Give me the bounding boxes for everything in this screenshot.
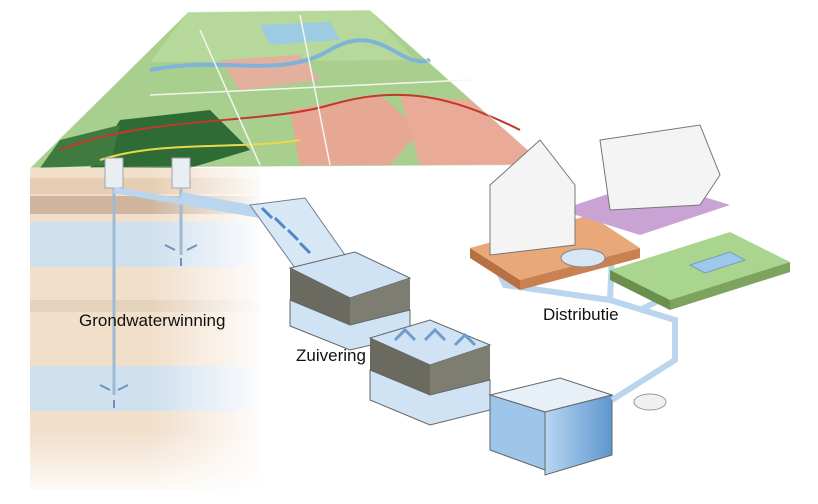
clean-water-tank bbox=[490, 378, 666, 475]
label-groundwater-extraction: Grondwaterwinning bbox=[79, 311, 225, 331]
label-purification: Zuivering bbox=[296, 346, 366, 366]
label-distribution: Distributie bbox=[543, 305, 619, 325]
sand-filter-2 bbox=[370, 320, 490, 425]
ground-cross-section bbox=[30, 168, 270, 500]
aerial-map bbox=[30, 10, 545, 168]
